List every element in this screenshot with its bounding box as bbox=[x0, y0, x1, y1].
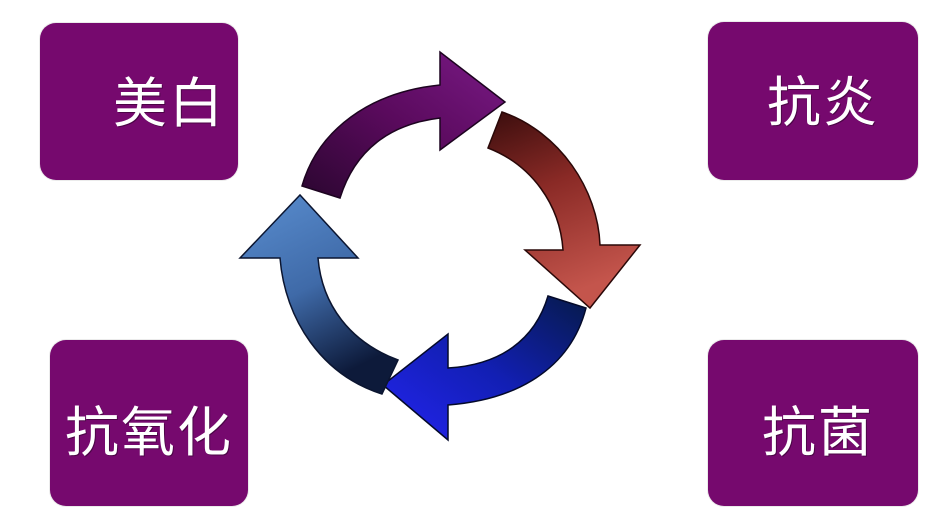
label-anti-inflammatory: 抗炎 bbox=[767, 71, 879, 134]
label-box-antioxidant: 抗氧化 bbox=[50, 340, 248, 506]
arrow-red bbox=[487, 111, 642, 310]
arrow-blue bbox=[381, 295, 587, 442]
arrow-steelblue bbox=[238, 193, 400, 395]
label-box-whitening: 美白 bbox=[40, 23, 238, 180]
label-antibacterial: 抗菌 bbox=[762, 401, 874, 464]
label-box-antibacterial: 抗菌 bbox=[708, 340, 918, 506]
label-whitening: 美白 bbox=[113, 71, 225, 135]
label-antioxidant: 抗氧化 bbox=[65, 401, 233, 464]
arrow-purple bbox=[301, 50, 507, 199]
label-box-anti-inflammatory: 抗炎 bbox=[708, 22, 918, 180]
